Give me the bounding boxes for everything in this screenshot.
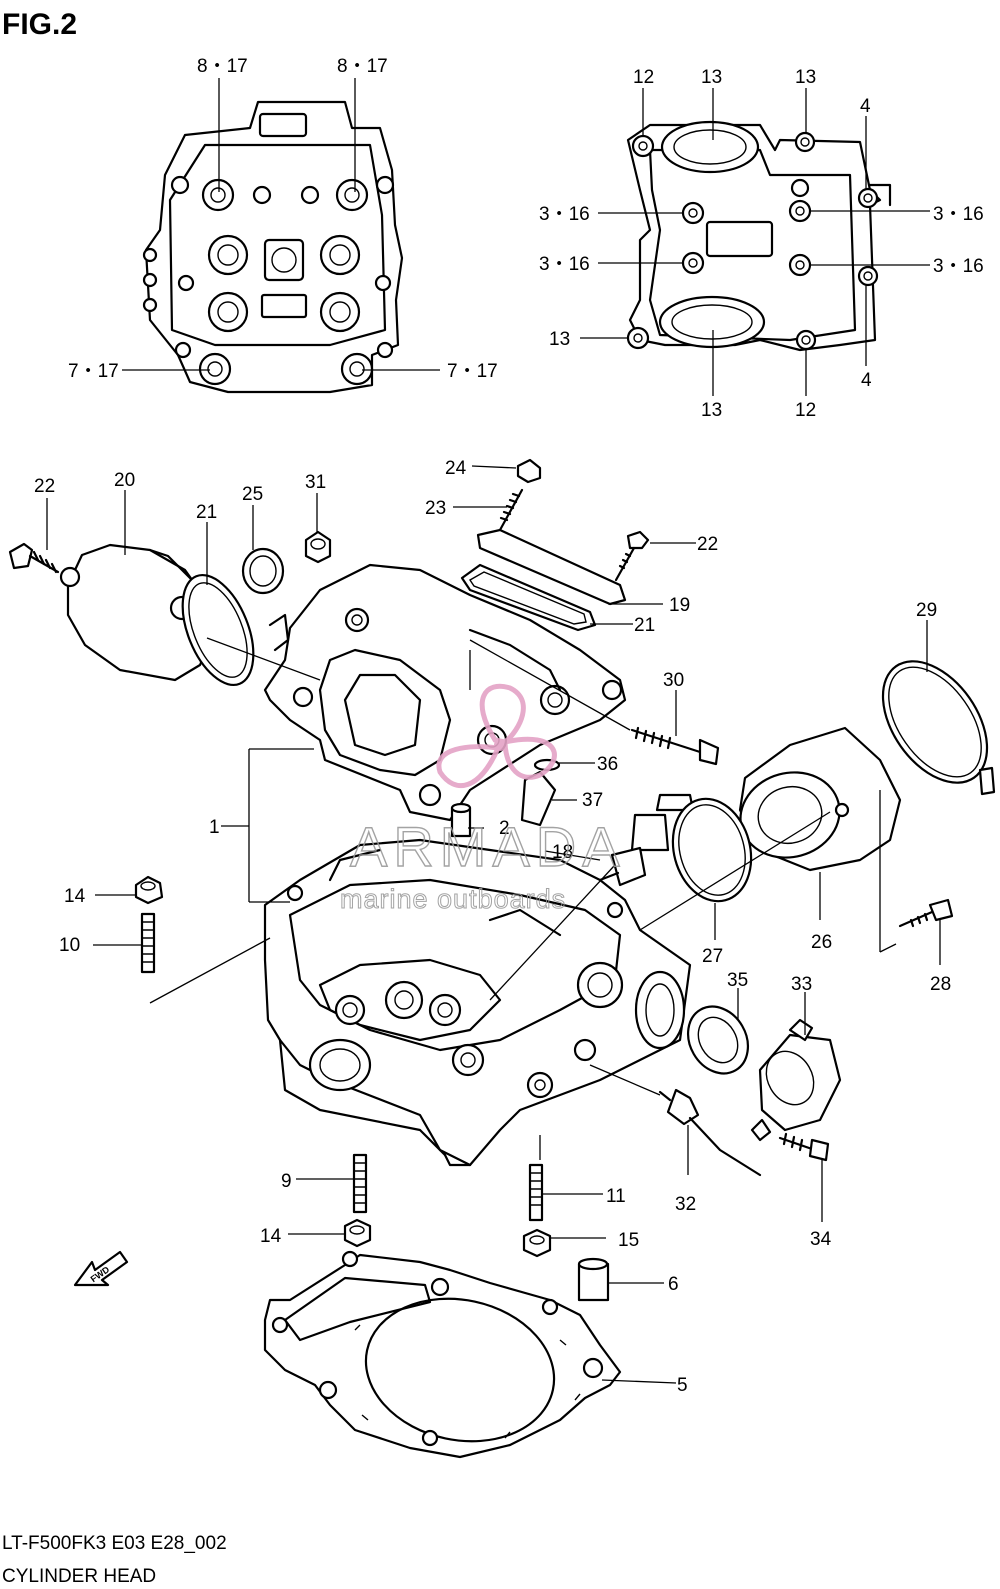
callout-24: 24 <box>445 458 467 479</box>
part-19-cover-plate <box>476 528 627 606</box>
cylinder-head-bottom-view <box>626 120 892 352</box>
callout-8-17-right: 8・17 <box>337 56 388 77</box>
cylinder-head-cover <box>263 563 627 822</box>
callout-25: 25 <box>242 484 263 505</box>
part-25-plug <box>241 547 285 595</box>
callout-21-right: 21 <box>634 615 655 636</box>
callout-4-bottom: 4 <box>861 370 872 391</box>
callout-7-17-left: 7・17 <box>68 361 119 382</box>
callout-33: 33 <box>791 974 812 995</box>
callout-29: 29 <box>916 600 937 621</box>
part-21-gasket <box>460 563 597 632</box>
callout-13-top-left: 13 <box>701 67 722 88</box>
callout-31: 31 <box>305 472 326 493</box>
armada-watermark: ARMADA marine outboards <box>340 683 626 915</box>
watermark-tagline: marine outboards <box>340 884 566 914</box>
part-26-intake-pipe <box>738 726 902 872</box>
part-2-dowel <box>450 802 472 838</box>
callout-13-bottom: 13 <box>701 400 722 421</box>
callout-3-16-left-upper: 3・16 <box>539 204 590 225</box>
part-10-stud <box>140 912 156 974</box>
part-29-clamp <box>881 660 996 796</box>
callout-13-top-right: 13 <box>795 67 816 88</box>
callout-14-lower: 14 <box>260 1226 282 1247</box>
callout-30: 30 <box>663 670 684 691</box>
part-21-o-ring-left <box>181 573 255 687</box>
callout-35: 35 <box>727 970 748 991</box>
leader-dash-20 <box>206 637 321 681</box>
callout-14-upper: 14 <box>64 886 86 907</box>
main-callouts: 24 23 22 20 25 31 21 22 19 21 29 30 36 3… <box>34 458 951 1396</box>
part-22-bolt-left <box>8 542 60 574</box>
top-right-callouts: 12 13 13 4 3・16 3・16 3・16 3・16 13 13 12 … <box>539 67 984 421</box>
part-30-bolt <box>630 726 720 766</box>
callout-21-left: 21 <box>196 502 217 523</box>
part-23-bolt <box>498 488 524 532</box>
main-callout-leaders <box>46 465 941 1384</box>
part-14-nut-upper <box>134 875 164 905</box>
callout-7-17-right: 7・17 <box>447 361 498 382</box>
footer-model-code: LT-F500FK3 E03 E28_002 <box>2 1533 227 1554</box>
callout-37: 37 <box>582 790 603 811</box>
part-6-dowel <box>577 1257 610 1302</box>
part-11-stud <box>528 1163 544 1222</box>
watermark-brand: ARMADA <box>350 815 626 878</box>
callout-11: 11 <box>606 1186 626 1207</box>
figure-title: FIG.2 <box>2 8 77 41</box>
part-24-bolt <box>516 458 542 484</box>
callout-36: 36 <box>597 754 618 775</box>
part-27-o-ring <box>671 797 753 903</box>
callout-13-left: 13 <box>549 329 570 350</box>
callout-1: 1 <box>209 817 220 838</box>
part-15-nut <box>522 1228 552 1258</box>
item-1-bracket <box>221 748 314 903</box>
footer-section-name: CYLINDER HEAD <box>2 1566 156 1587</box>
callout-12-bottom: 12 <box>795 400 816 421</box>
leader-dash-10 <box>149 937 271 1004</box>
callout-22-right: 22 <box>697 534 718 555</box>
part-9-stud <box>352 1153 368 1214</box>
callout-18: 18 <box>552 842 573 863</box>
callout-15: 15 <box>618 1230 639 1251</box>
cylinder-head-top-view <box>142 100 404 394</box>
part-33-thermostat-cap <box>750 1018 842 1142</box>
part-14-nut-lower <box>343 1218 372 1248</box>
callout-12-top: 12 <box>633 67 654 88</box>
callout-10: 10 <box>59 935 80 956</box>
part-31-nut <box>304 530 332 564</box>
propeller-logo-icon <box>436 683 557 789</box>
part-5-head-gasket <box>263 1250 622 1459</box>
callout-6: 6 <box>668 1274 679 1295</box>
part-35-thermostat <box>686 1005 750 1075</box>
callout-4-top: 4 <box>860 96 871 117</box>
top-left-callouts: 8・17 8・17 7・17 7・17 <box>68 56 498 382</box>
callout-19: 19 <box>669 595 690 616</box>
callout-28: 28 <box>930 974 951 995</box>
part-32-temp-sensor <box>658 1088 762 1177</box>
part-22-bolt-right <box>614 530 650 582</box>
part-34-bolt <box>778 1132 830 1162</box>
fwd-arrow-icon: FWD <box>73 1250 129 1287</box>
callout-2: 2 <box>499 818 510 839</box>
callout-3-16-left-lower: 3・16 <box>539 254 590 275</box>
callout-27: 27 <box>702 946 723 967</box>
callout-22-left: 22 <box>34 476 55 497</box>
callout-5: 5 <box>677 1375 688 1396</box>
callout-3-16-right-lower: 3・16 <box>933 256 984 277</box>
callout-26: 26 <box>811 932 832 953</box>
callout-20: 20 <box>114 470 135 491</box>
callout-9: 9 <box>281 1171 292 1192</box>
cylinder-head <box>263 838 692 1167</box>
callout-23: 23 <box>425 498 446 519</box>
callout-32: 32 <box>675 1194 696 1215</box>
callout-3-16-right-upper: 3・16 <box>933 204 984 225</box>
callout-8-17-left: 8・17 <box>197 56 248 77</box>
callout-34: 34 <box>810 1229 832 1250</box>
part-28-bolt <box>898 898 954 928</box>
